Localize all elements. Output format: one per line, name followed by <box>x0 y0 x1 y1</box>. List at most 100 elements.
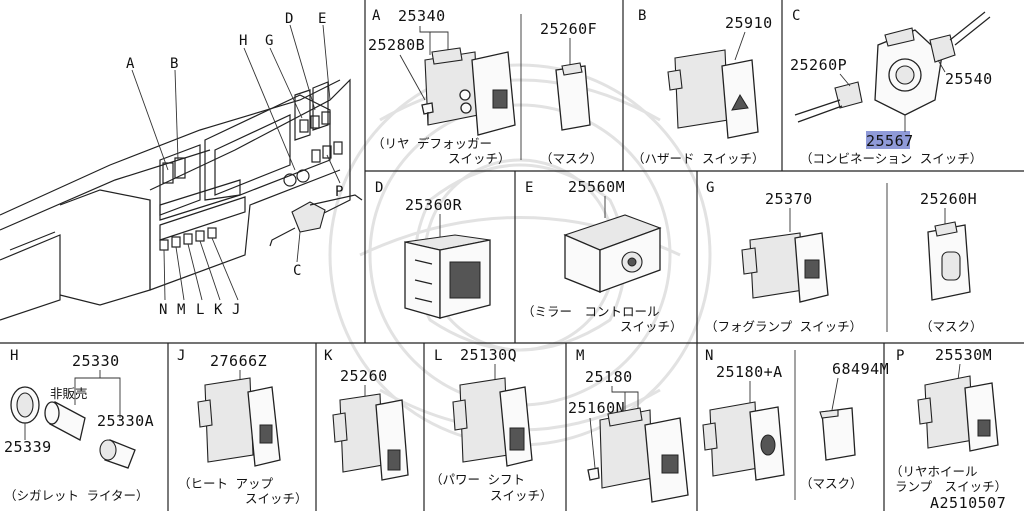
overview-label-e: E <box>318 11 326 27</box>
combination-switch <box>794 11 991 132</box>
panel-a-caption-2: スイッチ） <box>448 151 511 166</box>
switch-25360r <box>404 234 491 319</box>
mask-68494m <box>819 407 856 461</box>
overview-label-d: D <box>285 11 293 27</box>
part-number-25180-a[interactable]: 25180+A <box>716 363 783 381</box>
screw-m <box>587 467 600 481</box>
panel-j: J 27666Z （ヒート アップ スイッチ） <box>177 348 308 506</box>
part-number-25910[interactable]: 25910 <box>725 14 773 32</box>
part-number-25130q[interactable]: 25130Q <box>460 346 517 364</box>
overview-label-m: M <box>177 302 185 318</box>
part-number-25330[interactable]: 25330 <box>72 352 120 370</box>
mirror-control-switch <box>563 214 662 293</box>
part-number-25260f[interactable]: 25260F <box>540 20 597 38</box>
part-number-25567[interactable]: 25567 <box>866 132 914 150</box>
dashboard-overview: A B C D E G H K L M N P J <box>0 11 363 321</box>
switch-25180-a <box>702 401 785 481</box>
panel-l-caption-1: （パワー シフト <box>430 472 525 487</box>
panel-g-letter: G <box>706 180 714 196</box>
part-number-25260h[interactable]: 25260H <box>920 190 977 208</box>
panel-j-caption-2: スイッチ） <box>245 491 308 506</box>
part-number-25339[interactable]: 25339 <box>4 438 52 456</box>
part-number-25330a[interactable]: 25330A <box>97 412 154 430</box>
panel-b-caption: （ハザード スイッチ） <box>632 151 765 166</box>
panel-p-letter: P <box>896 348 904 364</box>
panel-e-caption-1: （ミラー コントロール <box>522 304 660 319</box>
panel-e: E 25560M （ミラー コントロール スイッチ） <box>522 178 683 334</box>
panel-e-caption-2: スイッチ） <box>620 319 683 334</box>
overview-label-p: P <box>335 184 343 200</box>
panel-c-letter: C <box>792 8 800 24</box>
panel-m: M 25180 25160N <box>568 348 689 503</box>
panel-l-caption-2: スイッチ） <box>490 488 553 503</box>
panel-a-caption-1: （リヤ デフォッガー <box>372 136 492 151</box>
panel-c: C 25260P 25540 25567 （コンビネーション スイッチ） <box>790 8 993 166</box>
cigarette-lighter <box>10 386 136 469</box>
panel-n-letter: N <box>705 348 713 364</box>
heat-up-switch <box>197 377 281 467</box>
panel-d: D 25360R <box>375 180 491 319</box>
panel-p-caption-2: ランプ スイッチ） <box>895 479 1007 494</box>
part-number-25530m[interactable]: 25530M <box>935 346 992 364</box>
part-number-25180[interactable]: 25180 <box>585 368 633 386</box>
part-number-25260[interactable]: 25260 <box>340 367 388 385</box>
panel-n: N 25180+A 68494M （マスク） <box>702 348 889 491</box>
panel-h: H 25330 非販売 25330A 25339 （シガレット ライター） <box>4 348 154 503</box>
part-number-25370[interactable]: 25370 <box>765 190 813 208</box>
panel-j-caption-1: （ヒート アップ <box>178 476 274 491</box>
overview-label-b: B <box>170 56 178 72</box>
mask-25260f <box>555 62 591 131</box>
part-number-25560m[interactable]: 25560M <box>568 178 625 196</box>
overview-label-k: K <box>214 302 223 318</box>
rear-defogger-switch <box>424 47 516 136</box>
panel-g: G 25370 （フォグランプ スイッチ） 25260H （マスク） <box>705 180 983 334</box>
panel-a2-caption: （マスク） <box>540 151 603 166</box>
overview-label-h: H <box>239 33 247 49</box>
panel-p: P 25530M （リヤホイール ランプ スイッチ） A2510507 <box>890 346 1007 511</box>
highlighted-part-box <box>866 131 910 149</box>
panel-l: L 25130Q （パワー シフト スイッチ） <box>430 346 553 503</box>
panel-h-caption: （シガレット ライター） <box>4 488 149 503</box>
part-number-25540[interactable]: 25540 <box>945 70 993 88</box>
rear-wheel-lamp-switch <box>917 375 999 452</box>
panel-j-letter: J <box>177 348 185 364</box>
panel-h-letter: H <box>10 348 18 364</box>
overview-label-l: L <box>196 302 204 318</box>
panel-k: K 25260 <box>324 348 409 481</box>
overview-label-g: G <box>265 33 273 49</box>
panel-g2-caption: （マスク） <box>920 319 983 334</box>
switch-25260 <box>332 393 409 481</box>
panel-p-caption-1: （リヤホイール <box>890 464 978 479</box>
panel-e-letter: E <box>525 180 533 196</box>
panel-b-letter: B <box>638 8 646 24</box>
panel-m-letter: M <box>576 348 584 364</box>
drawing-id: A2510507 <box>930 494 1006 511</box>
overview-label-n: N <box>159 302 167 318</box>
not-for-sale-label: 非販売 <box>50 386 88 401</box>
power-shift-switch <box>452 377 533 467</box>
panel-k-letter: K <box>324 348 333 364</box>
panel-c-caption: （コンビネーション スイッチ） <box>800 151 982 166</box>
panel-n2-caption: （マスク） <box>800 476 863 491</box>
part-number-25160n[interactable]: 25160N <box>568 399 625 417</box>
overview-label-j: J <box>232 302 240 318</box>
mask-25260h <box>927 221 971 301</box>
panel-d-letter: D <box>375 180 383 196</box>
panel-l-letter: L <box>434 348 442 364</box>
part-number-25360r[interactable]: 25360R <box>405 196 463 214</box>
panel-g-caption: （フォグランプ スイッチ） <box>705 319 862 334</box>
switch-25180 <box>599 407 689 503</box>
hazard-switch <box>667 49 759 139</box>
fog-lamp-switch <box>741 232 829 303</box>
panel-b: B 25910 （ハザード スイッチ） <box>632 8 773 166</box>
part-number-25280b[interactable]: 25280B <box>368 36 425 54</box>
part-number-27666z[interactable]: 27666Z <box>210 352 267 370</box>
part-number-25260p[interactable]: 25260P <box>790 56 847 74</box>
part-number-68494m[interactable]: 68494M <box>832 360 889 378</box>
panel-a-letter: A <box>372 8 381 24</box>
screw <box>421 102 434 125</box>
overview-label-c: C <box>293 263 301 279</box>
part-number-25340[interactable]: 25340 <box>398 7 446 25</box>
